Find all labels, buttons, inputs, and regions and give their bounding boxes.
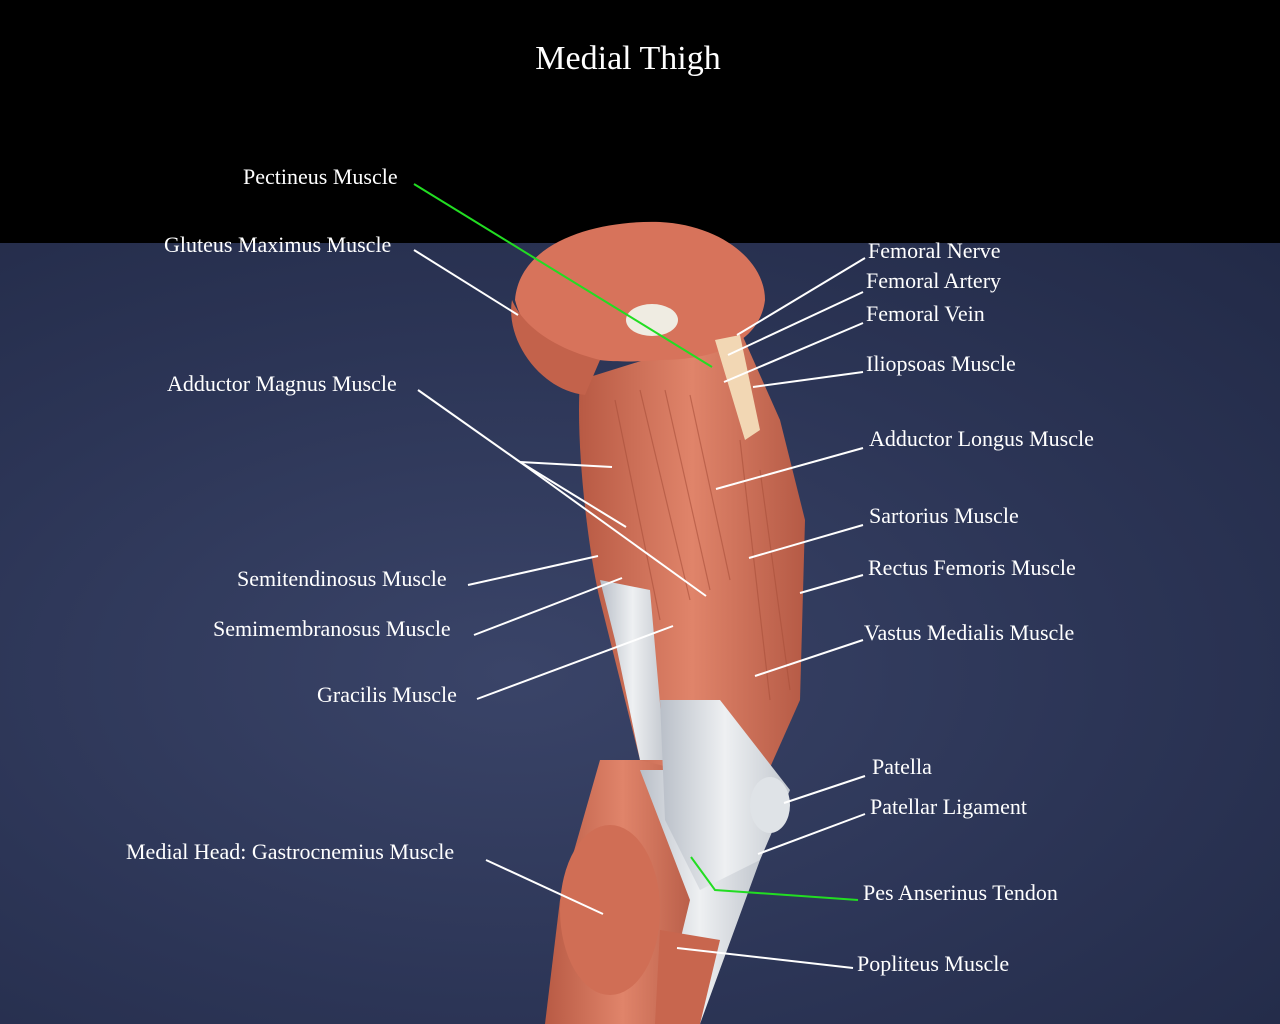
label-adductor-magnus: Adductor Magnus Muscle (167, 371, 397, 396)
label-femoral-artery: Femoral Artery (866, 268, 1002, 293)
label-patellar-ligament: Patellar Ligament (870, 794, 1027, 819)
hamstring-tendon-shape (600, 580, 665, 760)
leader-popliteus (676, 947, 854, 969)
leader-adductor-longus (715, 447, 864, 490)
label-pectineus: Pectineus Muscle (243, 164, 398, 189)
knee-tendon-shape (660, 700, 790, 890)
leader-sartorius (748, 524, 864, 559)
label-femoral-nerve: Femoral Nerve (868, 238, 1001, 263)
leader-adductor-magnus-1 (417, 389, 521, 463)
leader-semitendinosus (467, 555, 599, 586)
femur-head-shape (626, 304, 678, 336)
leader-iliopsoas (752, 371, 864, 388)
patella-shape (750, 777, 790, 833)
leader-femoral-vein (723, 322, 864, 383)
label-patella: Patella (872, 754, 932, 779)
leader-rectus-femoris (799, 574, 864, 594)
leader-femoral-artery (727, 291, 864, 356)
label-medial-head-gastrocnemius: Medial Head: Gastrocnemius Muscle (126, 839, 455, 864)
leader-gluteus-maximus (413, 249, 519, 316)
leader-adductor-magnus-2 (519, 461, 613, 468)
label-iliopsoas: Iliopsoas Muscle (866, 351, 1016, 376)
gastrocnemius-shape (560, 825, 660, 995)
label-gracilis: Gracilis Muscle (317, 682, 457, 707)
leader-gracilis (476, 625, 674, 700)
label-pes-anserinus: Pes Anserinus Tendon (863, 880, 1058, 905)
label-vastus-medialis: Vastus Medialis Muscle (864, 620, 1075, 645)
gluteus-shape (511, 300, 600, 395)
label-adductor-longus: Adductor Longus Muscle (869, 426, 1094, 451)
leader-patellar-ligament (757, 813, 866, 855)
leader-femoral-nerve (736, 257, 866, 336)
leader-adductor-magnus-4 (519, 461, 707, 597)
leader-patella (783, 775, 866, 804)
popliteus-shape (655, 930, 720, 1024)
pelvis-top-shape (515, 221, 765, 362)
leader-semimembranosus (473, 577, 623, 636)
label-semimembranosus: Semimembranosus Muscle (213, 616, 451, 641)
leader-pectineus (413, 183, 713, 368)
label-rectus-femoris: Rectus Femoris Muscle (868, 555, 1076, 580)
leader-gastrocnemius (485, 859, 604, 915)
label-semitendinosus: Semitendinosus Muscle (237, 566, 447, 591)
page-title: Medial Thigh (535, 40, 721, 77)
label-femoral-vein: Femoral Vein (866, 301, 985, 326)
leader-pes-anserinus (690, 856, 859, 901)
label-gluteus-maximus: Gluteus Maximus Muscle (164, 232, 392, 257)
leader-vastus-medialis (754, 639, 864, 677)
leader-adductor-magnus-3 (519, 461, 627, 528)
label-popliteus: Popliteus Muscle (857, 951, 1010, 976)
muscle-fiber-lines (614, 389, 791, 701)
label-sartorius: Sartorius Muscle (869, 503, 1019, 528)
femoral-bundle-shape (715, 335, 760, 440)
